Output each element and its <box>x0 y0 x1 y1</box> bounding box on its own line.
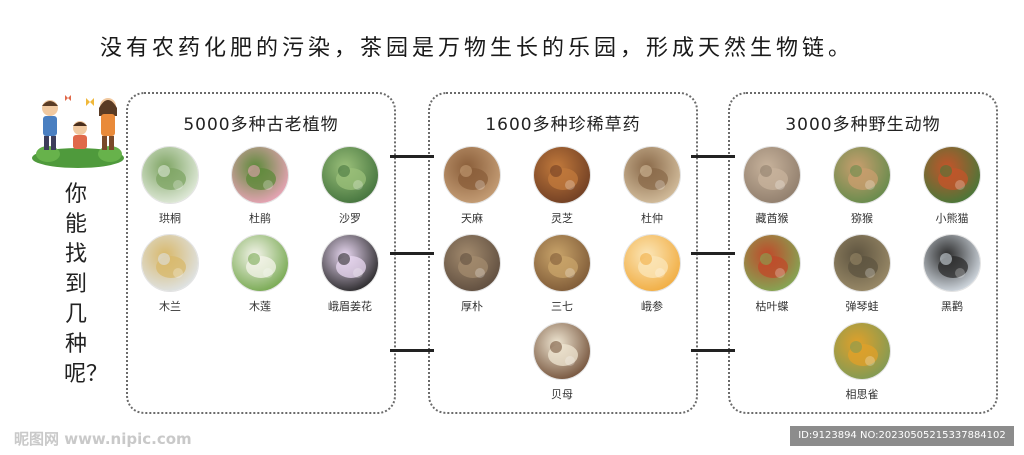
species-item: 枯叶蝶 <box>732 234 812 314</box>
frog-icon <box>833 234 891 292</box>
connector <box>691 349 735 352</box>
species-item: 杜鹃 <box>220 146 300 226</box>
magnolia-flower-icon <box>141 234 199 292</box>
species-label: 杜鹃 <box>249 212 271 225</box>
species-item: 天麻 <box>432 146 512 226</box>
notoginseng-bowl-icon <box>533 234 591 292</box>
species-label: 相思雀 <box>845 388 879 401</box>
species-label: 杜仲 <box>641 212 663 225</box>
headline: 没有农药化肥的污染，茶园是万物生长的乐园，形成天然生物链。 <box>100 36 855 61</box>
species-item: 猕猴 <box>822 146 902 226</box>
red-panda-icon <box>923 146 981 204</box>
connector <box>691 155 735 158</box>
species-label: 灵芝 <box>551 212 573 225</box>
species-item: 峨参 <box>612 234 692 314</box>
species-label: 珙桐 <box>159 212 181 225</box>
species-label: 藏酋猴 <box>755 212 789 225</box>
rhesus-macaque-icon <box>833 146 891 204</box>
panel-title: 3000多种野生动物 <box>785 115 941 135</box>
connector <box>390 252 434 255</box>
species-label: 厚朴 <box>461 300 483 313</box>
watermark-right: ID:9123894 NO:20230505215337884102 <box>790 426 1014 446</box>
species-label: 三七 <box>551 300 573 313</box>
species-label: 弹琴蛙 <box>845 300 879 313</box>
connector <box>691 252 735 255</box>
ginger-lily-icon <box>321 234 379 292</box>
species-label: 沙罗 <box>339 212 361 225</box>
species-item: 藏酋猴 <box>732 146 812 226</box>
dove-tree-flower-icon <box>141 146 199 204</box>
fritillaria-bulbs-icon <box>533 322 591 380</box>
species-item: 小熊猫 <box>912 146 992 226</box>
panel-title: 5000多种古老植物 <box>183 115 339 135</box>
species-item: 木莲 <box>220 234 300 314</box>
species-item: 黑鹳 <box>912 234 992 314</box>
species-item: 杜仲 <box>612 146 692 226</box>
species-label: 枯叶蝶 <box>755 300 789 313</box>
species-label: 天麻 <box>461 212 483 225</box>
anthriscus-slices-icon <box>623 234 681 292</box>
children-illustration <box>28 92 128 170</box>
leiothrix-bird-icon <box>833 322 891 380</box>
species-label: 小熊猫 <box>935 212 969 225</box>
connector <box>390 155 434 158</box>
species-label: 木莲 <box>249 300 271 313</box>
species-item: 厚朴 <box>432 234 512 314</box>
species-label: 贝母 <box>551 388 573 401</box>
manglietia-flower-icon <box>231 234 289 292</box>
species-item: 相思雀 <box>822 322 902 402</box>
lingzhi-mushroom-icon <box>533 146 591 204</box>
species-item: 峨眉姜花 <box>310 234 390 314</box>
species-item: 灵芝 <box>522 146 602 226</box>
eucommia-bark-icon <box>623 146 681 204</box>
species-label: 木兰 <box>159 300 181 313</box>
black-stork-icon <box>923 234 981 292</box>
dead-leaf-butterfly-icon <box>743 234 801 292</box>
species-item: 弹琴蛙 <box>822 234 902 314</box>
species-item: 木兰 <box>130 234 210 314</box>
gastrodia-root-icon <box>443 146 501 204</box>
species-item: 贝母 <box>522 322 602 402</box>
species-item: 珙桐 <box>130 146 210 226</box>
species-label: 猕猴 <box>851 212 873 225</box>
magnolia-bark-icon <box>443 234 501 292</box>
species-item: 三七 <box>522 234 602 314</box>
connector <box>390 349 434 352</box>
fern-plant-icon <box>321 146 379 204</box>
side-question: 你能找到几种呢？ <box>64 182 109 387</box>
species-item: 沙罗 <box>310 146 390 226</box>
watermark-left: 昵图网 www.nipic.com <box>14 430 192 448</box>
species-label: 峨参 <box>641 300 663 313</box>
species-label: 峨眉姜花 <box>328 300 372 313</box>
panel-title: 1600多种珍稀草药 <box>485 115 641 135</box>
tibetan-macaque-icon <box>743 146 801 204</box>
species-label: 黑鹳 <box>941 300 963 313</box>
azalea-flower-icon <box>231 146 289 204</box>
